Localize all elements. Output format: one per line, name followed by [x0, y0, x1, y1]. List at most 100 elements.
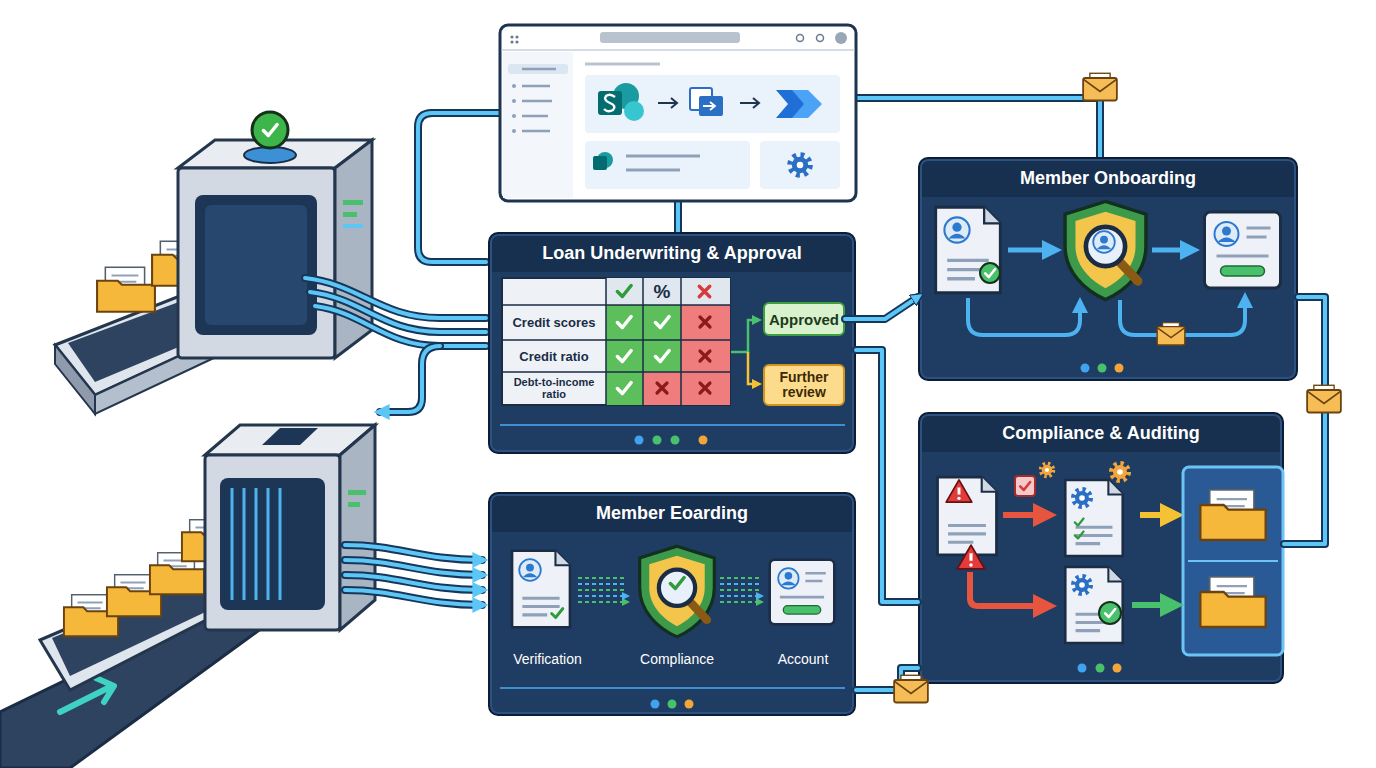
scanner-machine-part — [348, 502, 360, 507]
input-conveyor-part — [0, 598, 262, 768]
scanner-machine-part — [220, 478, 325, 610]
scanner-machine-part — [205, 455, 340, 630]
pipeline-line-part — [345, 590, 482, 605]
input-conveyor — [0, 598, 262, 768]
scanner-machine-part — [178, 140, 372, 168]
pipeline-line-part — [345, 560, 482, 575]
scanner-machine-part — [95, 330, 235, 414]
scanner-machine-part — [335, 140, 372, 358]
process-panel: Compliance & Auditing — [918, 412, 1284, 684]
pipeline-line-part — [345, 575, 482, 590]
node-title: Further review — [769, 370, 839, 401]
pipeline-line-part — [315, 306, 486, 346]
pipeline-line-part — [310, 292, 486, 332]
process-panel: Member Eoarding — [488, 492, 856, 716]
pipeline-line-part — [380, 346, 440, 412]
scanner-machine-part — [195, 195, 317, 335]
scanner-machine-part — [107, 575, 161, 617]
scanner-machine-part — [205, 205, 307, 325]
browser-window-part — [510, 35, 513, 38]
scanner-machine-part — [97, 267, 155, 311]
connector-casing — [856, 668, 918, 690]
browser-window-part — [797, 35, 804, 42]
icon-caption: Verification — [500, 648, 595, 670]
browser-window-part — [703, 102, 715, 110]
browser-window-part — [604, 95, 615, 112]
scanner-machine-part — [343, 224, 363, 228]
email-envelope — [894, 73, 1341, 702]
browser-window-part — [500, 25, 856, 201]
email-envelope-part — [1307, 385, 1341, 412]
browser-window-part — [593, 156, 607, 170]
browser-window-part — [597, 152, 613, 168]
outcome-box: Approved — [763, 302, 845, 336]
scanner-machine-part — [52, 571, 235, 676]
scanner-machine-part — [182, 520, 236, 562]
pipeline-line-part — [345, 575, 482, 590]
browser-window-part — [503, 52, 573, 198]
process-panel: Member Onboarding — [918, 157, 1298, 381]
pipeline-line-part — [856, 98, 1100, 157]
browser-window-part — [585, 141, 750, 189]
scanner-machine-part — [150, 553, 204, 595]
node-title: Approved — [769, 311, 839, 328]
pipeline-line-part — [674, 201, 682, 232]
scanner-machine-part — [348, 490, 366, 495]
pipeline-line-part — [676, 201, 680, 232]
icon-caption: Account — [758, 648, 848, 670]
scanner-machine — [40, 425, 375, 690]
browser-window-part — [624, 101, 644, 121]
browser-window-part — [508, 64, 568, 74]
pipeline-line-part — [310, 292, 486, 332]
browser-window-part — [790, 155, 810, 175]
browser-window-part — [512, 99, 516, 103]
pipeline-line-part — [345, 545, 482, 560]
pipeline-line-part — [345, 560, 482, 575]
browser-window-part — [658, 98, 677, 108]
node-title: Loan Underwriting & Approval — [490, 243, 854, 264]
scanner-machine-part — [55, 290, 235, 395]
table-header: % — [643, 279, 681, 305]
browser-window-part — [776, 90, 812, 118]
browser-window-part — [817, 35, 824, 42]
outcome-box: Further review — [763, 364, 845, 406]
email-envelope-part — [1083, 73, 1117, 100]
scanner-machine — [55, 112, 372, 414]
connector-line — [856, 668, 918, 690]
browser-window-part — [585, 75, 840, 133]
browser-window-part — [512, 129, 516, 133]
pipeline-line-part — [380, 346, 440, 412]
node-title: Member Eoarding — [490, 503, 854, 524]
browser-window-part — [792, 90, 822, 118]
scanner-machine-part — [263, 125, 277, 136]
scanner-machine-part — [343, 212, 357, 217]
pipeline-line-part — [305, 278, 486, 318]
scanner-machine-part — [205, 425, 375, 455]
scanner-machine-part — [64, 595, 118, 637]
browser-window-part — [512, 84, 516, 88]
scanner-machine-part — [68, 296, 224, 382]
process-panel: Loan Underwriting & ApprovalApprovedFurt… — [488, 232, 856, 454]
scanner-machine-part — [40, 565, 245, 690]
browser-window-part — [585, 63, 660, 66]
pipeline-line-part — [856, 98, 1100, 157]
browser-window-part — [515, 35, 518, 38]
browser-window — [500, 25, 856, 201]
node-title: Member Onboarding — [920, 168, 1296, 189]
browser-window-part — [835, 32, 847, 44]
table-cell: Debt-to-income ratio — [505, 373, 603, 405]
browser-window-part — [515, 40, 518, 43]
scanner-machine-part — [178, 168, 335, 358]
browser-window-part — [613, 83, 639, 109]
browser-window-part — [760, 141, 840, 189]
scanner-machine-part — [340, 425, 375, 630]
pipeline-line-part — [345, 545, 482, 560]
pipeline-line-part — [315, 306, 486, 346]
scanner-machine-part — [252, 112, 288, 148]
scanner-machine-part — [152, 241, 210, 285]
pipeline-line-part — [305, 278, 486, 318]
scanner-machine-part — [244, 147, 296, 163]
browser-window-part — [502, 49, 855, 51]
pipeline-line-part — [345, 590, 482, 605]
